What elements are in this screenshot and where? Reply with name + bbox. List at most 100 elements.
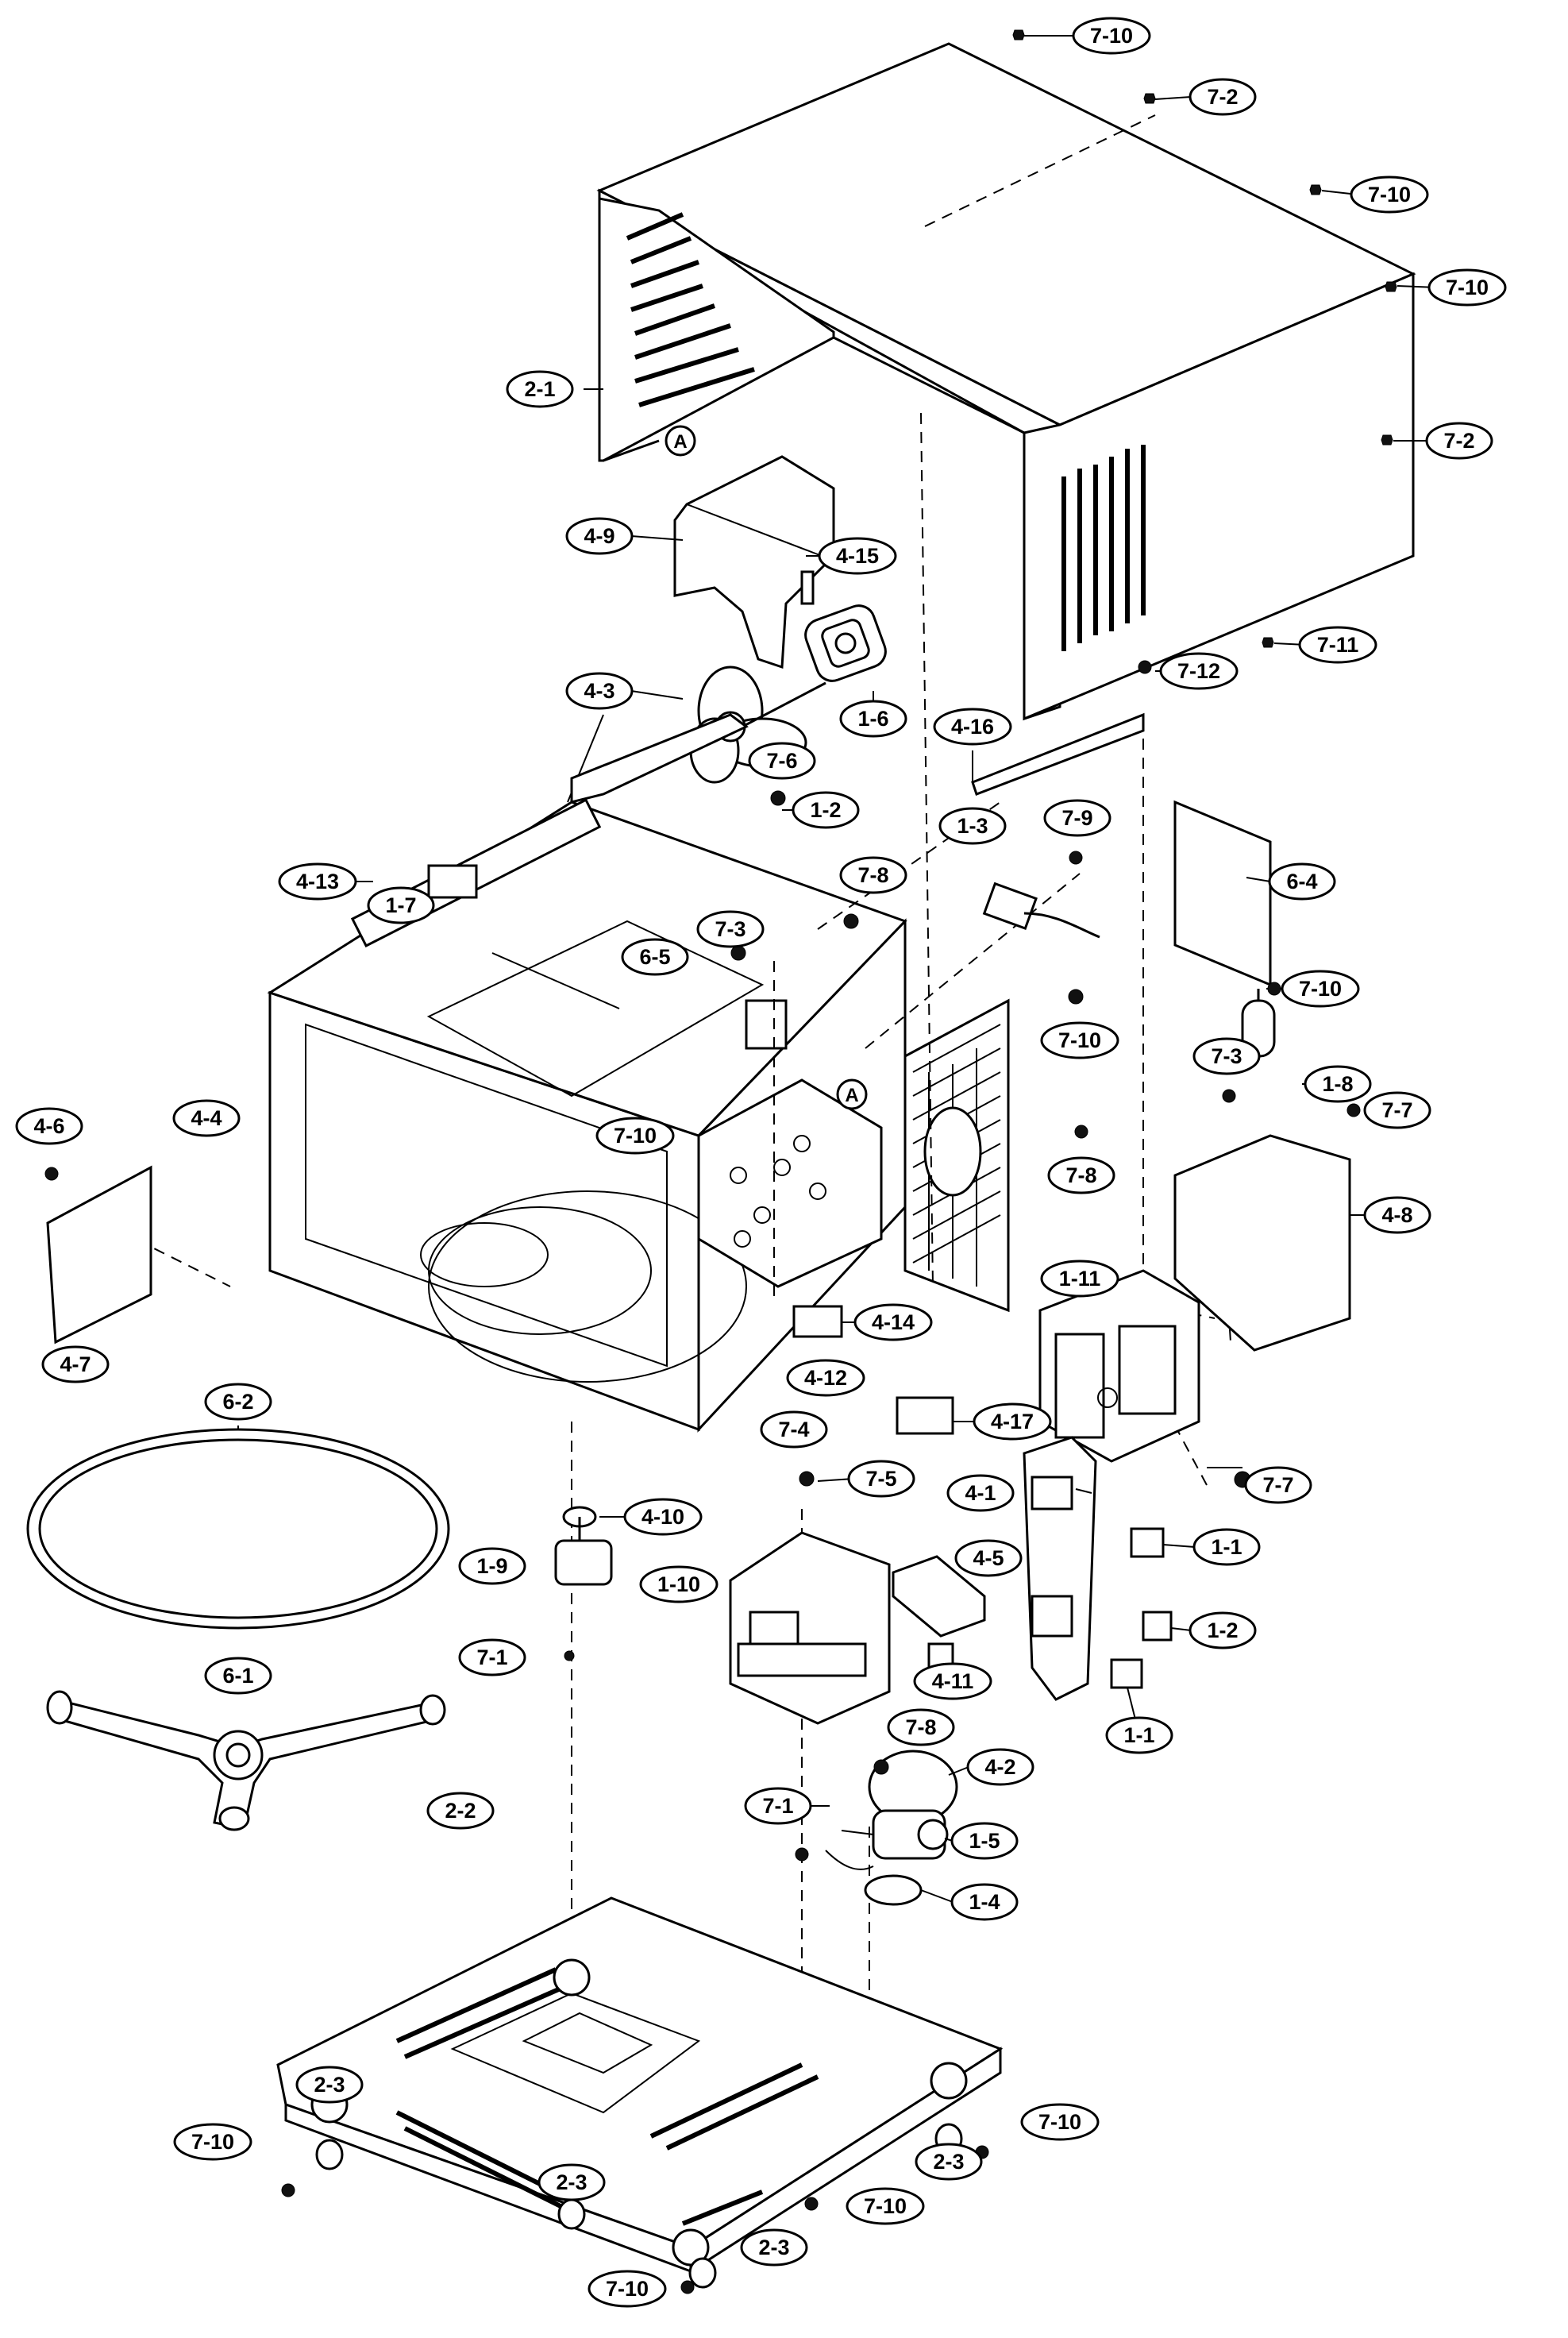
callout-text: A (673, 431, 687, 453)
switch-1-2-b (1142, 1611, 1173, 1642)
mica-cover-sheet (1173, 800, 1272, 987)
callout-7-10-a: 7-10 (1072, 17, 1151, 55)
callout-oval (950, 1822, 1019, 1860)
callout-text: 4-13 (296, 870, 339, 893)
callout-text: 7-10 (864, 2194, 907, 2218)
callout-text: 7-8 (1065, 1163, 1096, 1187)
callout-oval (1350, 176, 1429, 214)
callout-oval (792, 791, 860, 829)
callout-2-2: 2-2 (426, 1792, 495, 1830)
callout-7-10-g: 7-10 (173, 2123, 252, 2161)
callout-oval (740, 2228, 808, 2267)
callout-oval (1040, 1021, 1119, 1059)
callout-oval (954, 1539, 1023, 1577)
callout-oval (847, 1460, 915, 1498)
callout-1-1-a: 1-1 (1192, 1528, 1261, 1566)
callout-7-2-a: 7-2 (1189, 78, 1257, 116)
callout-1-11: 1-11 (1040, 1260, 1119, 1298)
callout-oval (1192, 1037, 1261, 1075)
callout-7-10-b: 7-10 (1350, 176, 1429, 214)
callout-text: 1-10 (657, 1572, 700, 1596)
cavity-tab (745, 999, 788, 1050)
callout-text: 1-4 (969, 1890, 1000, 1914)
callout-oval (696, 910, 765, 948)
callout-oval (1043, 799, 1111, 837)
callout-text: 7-8 (857, 863, 888, 887)
base-plate (276, 1896, 1004, 2274)
callout-oval (1020, 2103, 1100, 2141)
callout-oval (915, 2143, 983, 2181)
callout-oval (204, 1657, 272, 1695)
callout-text: 7-11 (1317, 633, 1359, 657)
callout-text: 7-3 (715, 917, 745, 941)
callout-7-6: 7-6 (748, 742, 816, 780)
callout-oval (760, 1410, 828, 1449)
stirrer-motor-assembly (825, 1750, 958, 1906)
callout-oval (15, 1107, 83, 1145)
callout-text: 7-9 (1061, 806, 1092, 830)
roller-ring (26, 1428, 450, 1630)
callout-7-10-j: 7-10 (588, 2270, 667, 2308)
callout-1-4: 1-4 (950, 1883, 1019, 1921)
callout-1-2-a: 1-2 (792, 791, 860, 829)
callout-2-3-a: 2-3 (295, 2066, 364, 2104)
callout-oval (946, 1474, 1015, 1512)
callout-2-3-b: 2-3 (915, 2143, 983, 2181)
callout-oval (367, 886, 435, 924)
callout-oval (1363, 1196, 1431, 1234)
callout-4-10: 4-10 (623, 1498, 703, 1536)
callout-7-11: 7-11 (1298, 626, 1377, 664)
wire-rod (971, 712, 1145, 796)
callout-text: 2-3 (314, 2073, 345, 2097)
callout-7-10-d: 7-10 (1281, 970, 1360, 1008)
callout-text: 7-10 (1038, 2110, 1081, 2134)
callout-text: 7-10 (614, 1124, 657, 1148)
callout-text: 4-4 (191, 1106, 222, 1130)
callout-oval (41, 1345, 110, 1383)
callout-6-1: 6-1 (204, 1657, 272, 1695)
callout-oval (1363, 1091, 1431, 1129)
callout-oval (1192, 1528, 1261, 1566)
callout-text: 1-9 (476, 1554, 507, 1578)
callout-oval (1105, 1716, 1173, 1754)
block-4-12 (792, 1305, 843, 1338)
callout-text: 7-1 (476, 1645, 507, 1669)
callout-text: 7-7 (1381, 1098, 1412, 1122)
callout-text: 7-5 (865, 1467, 896, 1491)
callout-oval (458, 1638, 526, 1676)
callout-oval (537, 2163, 606, 2201)
callout-4-2: 4-2 (966, 1748, 1034, 1786)
callout-oval (1298, 626, 1377, 664)
callout-4-7: 4-7 (41, 1345, 110, 1383)
waveguide-cover (46, 1165, 152, 1345)
magnetron (1038, 1269, 1200, 1463)
callout-oval (818, 537, 897, 575)
cabinet-right-vents (1061, 445, 1146, 651)
power-cord-plug (982, 882, 1100, 939)
callout-text: 4-5 (973, 1546, 1004, 1570)
callout-circle (665, 425, 696, 457)
outer-cabinet (596, 42, 1416, 721)
callout-7-7-a: 7-7 (1363, 1091, 1431, 1129)
callout-text: 2-2 (445, 1799, 476, 1823)
callout-leaders (237, 35, 1438, 1903)
callout-text: 4-9 (584, 524, 614, 548)
callout-text: 7-10 (1299, 977, 1342, 1001)
callout-7-7-b: 7-7 (1244, 1466, 1312, 1504)
callout-6-2: 6-2 (204, 1383, 272, 1421)
callout-oval (1189, 1611, 1257, 1649)
callout-4-15: 4-15 (818, 537, 897, 575)
callout-a-1: A (665, 425, 696, 457)
callout-1-6: 1-6 (839, 700, 907, 738)
callout-oval (1425, 422, 1493, 460)
callout-oval (938, 807, 1007, 845)
callout-oval (426, 1792, 495, 1830)
callout-text: 7-6 (766, 749, 797, 773)
capacitor-bracket (1173, 1134, 1351, 1352)
callout-text: 1-2 (810, 798, 841, 822)
callout-4-6: 4-6 (15, 1107, 83, 1145)
callout-oval (639, 1565, 719, 1603)
callout-text: 4-17 (991, 1410, 1034, 1433)
callout-oval (950, 1883, 1019, 1921)
